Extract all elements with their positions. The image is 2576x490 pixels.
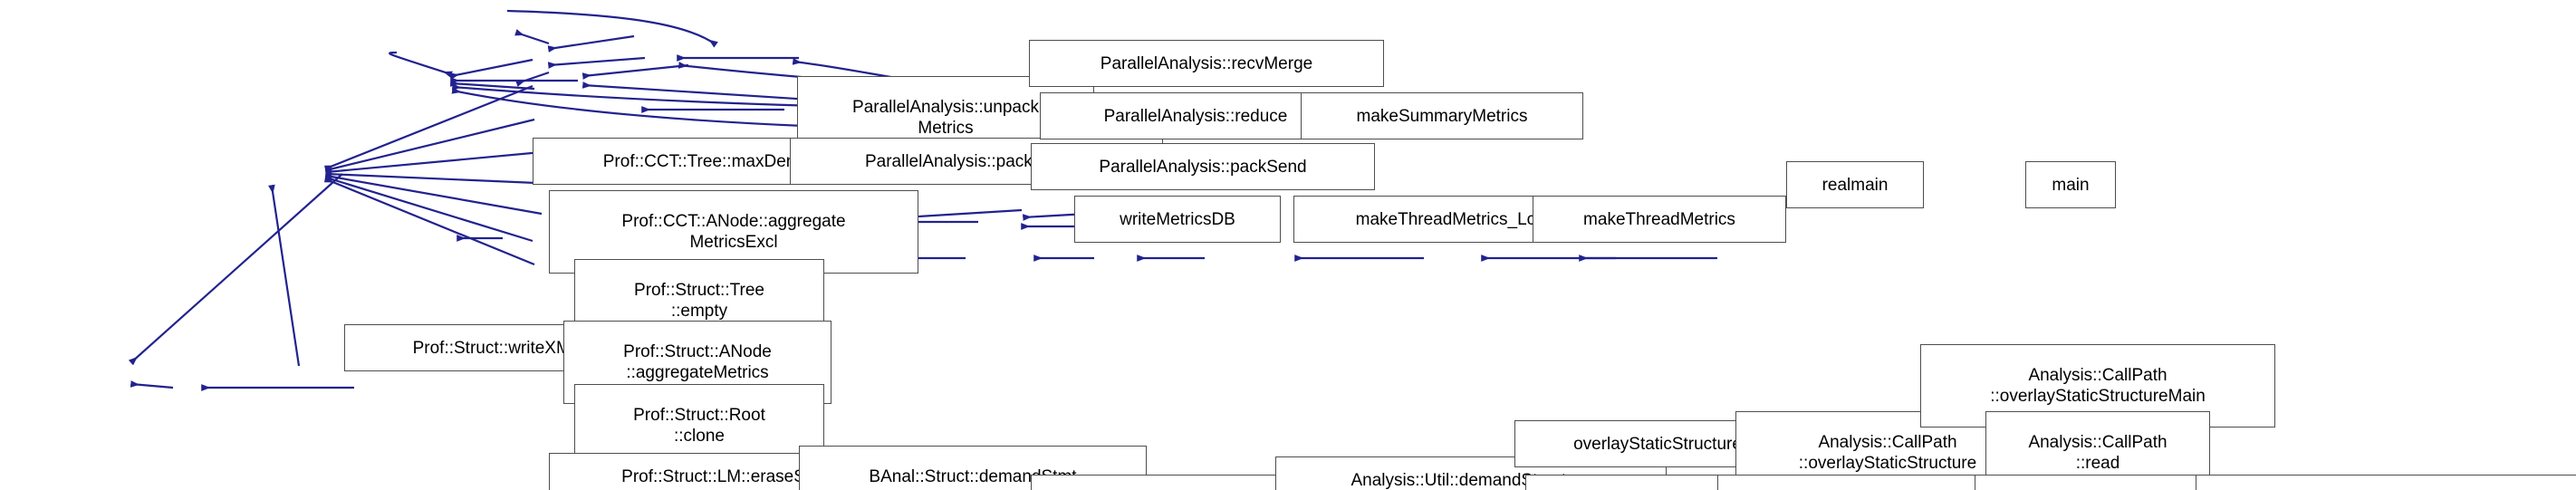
graph-node-label: makeThreadMetrics_Lcl xyxy=(1355,209,1540,229)
graph-node-label: Prof::Struct::LM::eraseStmtIf xyxy=(621,466,839,486)
graph-node[interactable]: Analysis::Flat::Driver ::correlateMetric… xyxy=(2196,475,2576,490)
graph-node-label: Prof::CCT::ANode::aggregate MetricsExcl xyxy=(621,212,846,252)
graph-node-label: Prof::Struct::Root ::clone xyxy=(633,406,765,446)
graph-node[interactable]: ParallelAnalysis::packSend xyxy=(1031,143,1375,190)
graph-node[interactable]: Analysis::CallPath ::overlayStaticStruct… xyxy=(1920,344,2275,428)
graph-node-label: Analysis::CallPath ::overlayStaticStruct… xyxy=(1990,366,2206,406)
graph-node[interactable]: writeMetricsDB xyxy=(1074,196,1281,243)
graph-node[interactable]: realmain xyxy=(1786,161,1924,208)
graph-node-label: Prof::Struct::writeXML xyxy=(412,338,581,358)
graph-node[interactable]: makeSummaryMetrics xyxy=(1301,92,1583,139)
graph-node[interactable]: main xyxy=(2025,161,2116,208)
graph-node-label: ParallelAnalysis::recvMerge xyxy=(1100,53,1313,73)
graph-node-label: Prof::Struct::ANode ::aggregateMetrics xyxy=(623,342,772,382)
graph-node[interactable]: makeThreadMetrics xyxy=(1533,196,1786,243)
graph-node-label: Analysis::CallPath ::overlayStaticStruct… xyxy=(1798,433,1977,473)
graph-node-label: makeSummaryMetrics xyxy=(1356,106,1528,126)
graph-node-label: writeMetricsDB xyxy=(1120,209,1235,229)
graph-node-label: Prof::CCT::Tree::maxDenseId xyxy=(602,151,829,171)
graph-node-label: BAnal::Struct::demandStmt Structure xyxy=(869,467,1077,490)
graph-node-label: overlayStaticStructure xyxy=(1573,434,1742,454)
graph-node-label: makeThreadMetrics xyxy=(1583,209,1735,229)
graph-node-label: Prof::Struct::Tree ::empty xyxy=(634,281,764,321)
graph-node-label: realmain xyxy=(1821,175,1889,195)
graph-node-label: main xyxy=(2052,175,2090,195)
graph-node-label: Analysis::CallPath ::read xyxy=(2028,433,2167,473)
graph-node-label: ParallelAnalysis::packSend xyxy=(1099,157,1307,177)
graph-node[interactable]: ParallelAnalysis::recvMerge xyxy=(1029,40,1384,87)
